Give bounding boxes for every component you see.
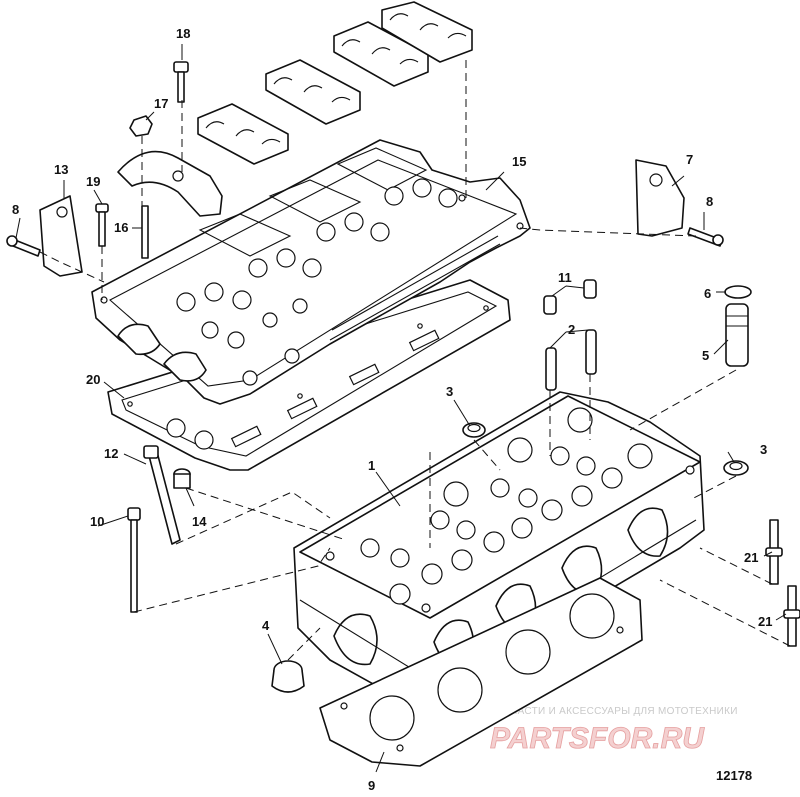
bolt-part-8-left xyxy=(6,235,41,257)
seal-part-3-left xyxy=(462,422,486,438)
callout-2: 2 xyxy=(568,322,575,337)
head-gasket xyxy=(319,577,643,767)
head-bolt-part-10 xyxy=(127,507,141,613)
callout-1: 1 xyxy=(368,458,375,473)
callout-6: 6 xyxy=(704,286,711,301)
stud-part-21-lower xyxy=(783,585,800,647)
watermark-brand: PARTSFOR.RU xyxy=(490,722,705,755)
callout-10: 10 xyxy=(90,514,104,529)
bracket-part-13 xyxy=(39,195,83,277)
callout-11: 11 xyxy=(558,270,572,285)
valve-guides-part-2 xyxy=(545,329,597,391)
cam-cover-gasket xyxy=(107,279,511,471)
callout-9: 9 xyxy=(368,778,375,793)
callout-3-left: 3 xyxy=(446,384,453,399)
watermark: ЗАПЧАСТИ И АКСЕССУАРЫ ДЛЯ МОТОТЕХНИКИ PA… xyxy=(490,706,738,755)
figure-number: 12178 xyxy=(716,768,752,783)
injector-sleeve-part-5 xyxy=(725,303,749,367)
valve-stem-seals-part-11 xyxy=(543,279,597,315)
callout-17: 17 xyxy=(154,96,168,111)
bearing-cap-4 xyxy=(381,1,473,63)
o-ring-part-6 xyxy=(724,285,752,299)
assembly-lines xyxy=(39,60,791,661)
callout-13: 13 xyxy=(54,162,68,177)
callout-4: 4 xyxy=(262,618,270,633)
bolt-part-18 xyxy=(173,61,189,103)
watermark-tagline: ЗАПЧАСТИ И АКСЕССУАРЫ ДЛЯ МОТОТЕХНИКИ xyxy=(490,706,738,717)
sleeve-part-14 xyxy=(173,468,191,489)
leader-lines xyxy=(15,44,787,773)
bearing-cap-2 xyxy=(265,59,361,125)
callout-7: 7 xyxy=(686,152,693,167)
callout-21-upper: 21 xyxy=(744,550,758,565)
callout-16: 16 xyxy=(114,220,128,235)
stud-part-21-upper xyxy=(765,519,783,585)
callout-12: 12 xyxy=(104,446,118,461)
callout-8-right: 8 xyxy=(706,194,713,209)
bearing-cap-1 xyxy=(197,103,289,165)
callout-3-right: 3 xyxy=(760,442,767,457)
callout-18: 18 xyxy=(176,26,190,41)
camshaft-carrier xyxy=(91,139,531,405)
bearing-cap-3 xyxy=(333,21,429,87)
seal-part-4 xyxy=(271,660,305,693)
callout-15: 15 xyxy=(512,154,526,169)
stud-part-16 xyxy=(141,205,149,259)
bracket-part-7 xyxy=(635,159,685,237)
camshaft-bearing-caps xyxy=(117,1,473,217)
callout-19: 19 xyxy=(86,174,100,189)
bolt-part-19 xyxy=(95,203,109,247)
nut-part-17 xyxy=(129,115,153,137)
glow-plug-part-12 xyxy=(143,445,181,545)
callout-14: 14 xyxy=(192,514,207,529)
callout-21-lower: 21 xyxy=(758,614,772,629)
front-bearing-cap xyxy=(117,150,223,217)
callout-numbers: 1 2 3 3 4 5 6 7 8 8 9 10 11 12 13 14 15 … xyxy=(12,26,772,793)
bolt-part-8-right xyxy=(687,227,724,247)
callout-20: 20 xyxy=(86,372,100,387)
callout-8-left: 8 xyxy=(12,202,19,217)
callout-5: 5 xyxy=(702,348,709,363)
seal-part-3-right xyxy=(723,460,749,476)
cylinder-head xyxy=(293,391,705,701)
